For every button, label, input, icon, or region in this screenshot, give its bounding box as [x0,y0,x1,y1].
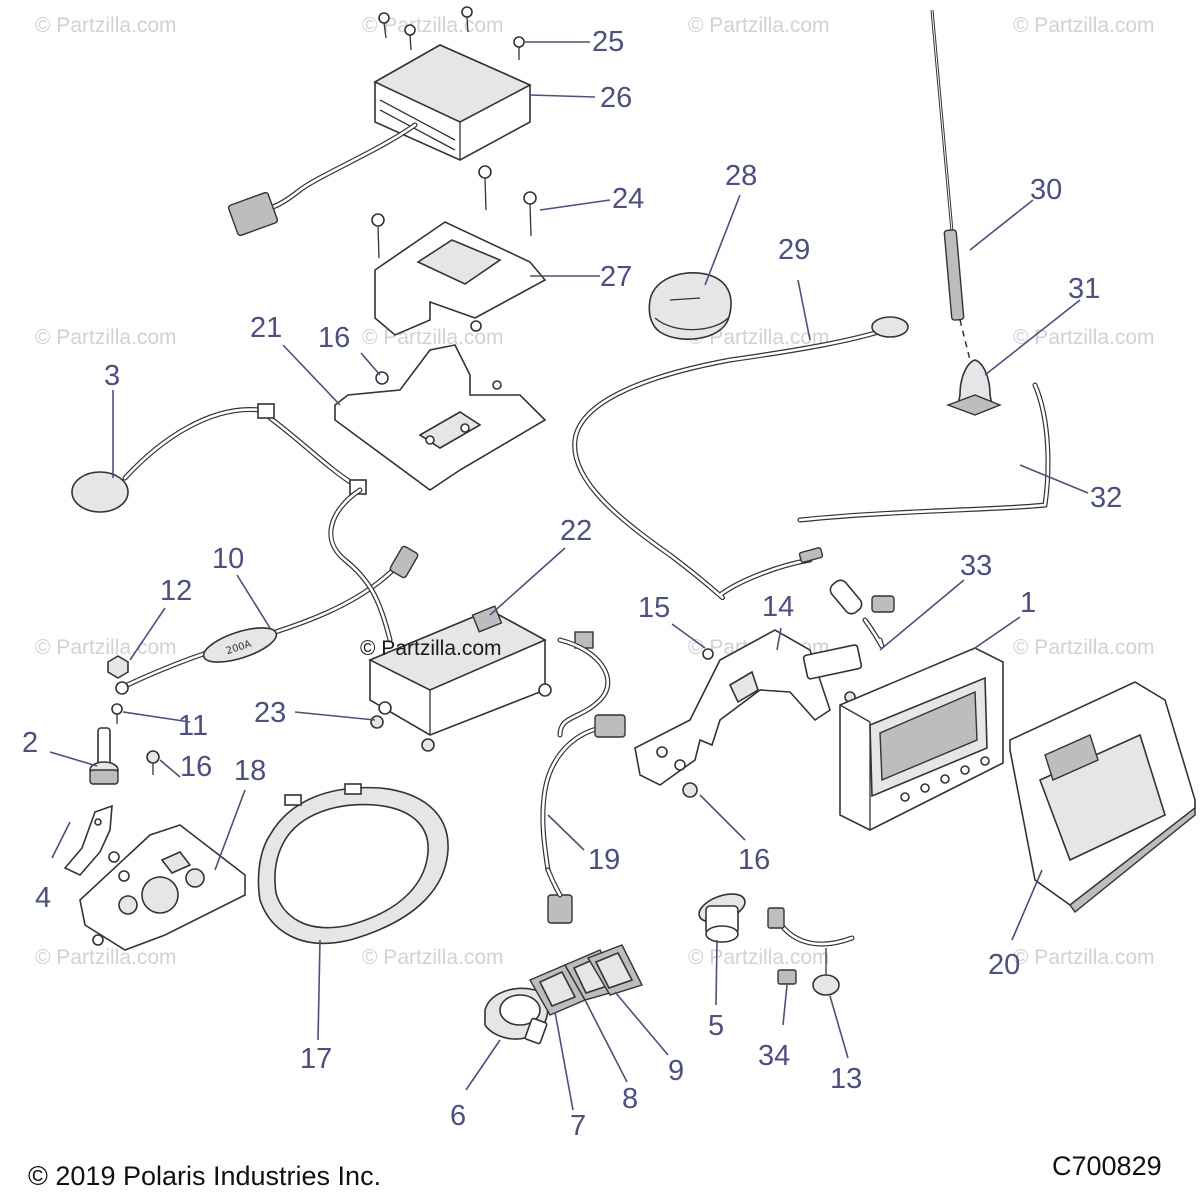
callout-21[interactable]: 21 [250,312,282,344]
callout-16-upper[interactable]: 16 [318,322,350,354]
control-module[interactable] [368,605,611,738]
callout-16-left[interactable]: 16 [180,751,212,783]
watermark: © Partzilla.com [1013,636,1155,659]
antenna-cable[interactable] [572,316,909,601]
callouts: 1 2 3 4 5 6 7 8 9 10 11 12 13 14 15 16 1… [22,26,1122,1142]
rocker-switch-c[interactable] [586,944,643,996]
mounting-bracket-lower[interactable] [334,344,547,491]
callout-1[interactable]: 1 [1020,587,1036,619]
screw[interactable] [146,750,160,775]
screw[interactable] [702,648,714,660]
watermark: © Partzilla.com [362,326,504,349]
callout-13[interactable]: 13 [830,1063,862,1095]
diagram-code: C700829 [1052,1151,1162,1181]
watermark: © Partzilla.com [362,946,504,969]
callout-12[interactable]: 12 [160,575,192,607]
nut[interactable] [370,715,435,752]
whip-antenna[interactable] [930,9,965,321]
antenna-base[interactable] [945,319,1002,416]
watermark: © Partzilla.com [688,946,830,969]
amplifier-module[interactable] [227,44,532,237]
watermark: © Partzilla.com [35,636,177,659]
callout-8[interactable]: 8 [622,1083,638,1115]
callout-15[interactable]: 15 [638,592,670,624]
display-unit[interactable] [839,647,1004,831]
gauge-mounting-plate[interactable] [79,824,246,951]
callout-3[interactable]: 3 [104,360,120,392]
center-watermark: © Partzilla.com [360,637,502,660]
power-outlet[interactable] [695,889,748,943]
callout-16-right[interactable]: 16 [738,844,770,876]
callout-26[interactable]: 26 [600,82,632,114]
callout-29[interactable]: 29 [778,234,810,266]
copyright-notice: © 2019 Polaris Industries Inc. [28,1161,381,1191]
watermark: © Partzilla.com [35,326,177,349]
terminal-post[interactable] [89,727,119,785]
callout-17[interactable]: 17 [300,1043,332,1075]
callout-14[interactable]: 14 [762,591,794,623]
small-bracket[interactable] [63,804,113,876]
instrument-cluster[interactable] [257,783,449,945]
watermark: © Partzilla.com [1013,946,1155,969]
screw-set[interactable] [378,6,525,60]
callout-9[interactable]: 9 [668,1055,684,1087]
gps-antenna-puck[interactable] [71,403,367,513]
callout-7[interactable]: 7 [570,1110,586,1142]
watermark: © Partzilla.com [688,14,830,37]
callout-25[interactable]: 25 [592,26,624,58]
nut[interactable] [107,655,129,679]
callout-18[interactable]: 18 [234,755,266,787]
gps-dome-antenna[interactable] [648,272,732,340]
callout-5[interactable]: 5 [708,1010,724,1042]
leader-lines [49,41,1089,1111]
callout-10[interactable]: 10 [212,543,244,575]
watermark: © Partzilla.com [688,326,830,349]
callout-22[interactable]: 22 [560,515,592,547]
callout-6[interactable]: 6 [450,1100,466,1132]
callout-31[interactable]: 31 [1068,273,1100,305]
antenna-lead-cable[interactable] [797,382,1051,523]
watermark: © Partzilla.com [35,946,177,969]
watermark: © Partzilla.com [1013,14,1155,37]
callout-28[interactable]: 28 [725,160,757,192]
callout-27[interactable]: 27 [600,261,632,293]
callout-20[interactable]: 20 [988,949,1020,981]
mounting-bracket-upper[interactable] [374,221,547,336]
usb-charger-cable[interactable] [540,714,626,924]
display-bezel[interactable] [1009,681,1196,914]
callout-19[interactable]: 19 [588,844,620,876]
callout-24[interactable]: 24 [612,183,644,215]
callout-2[interactable]: 2 [22,727,38,759]
callout-32[interactable]: 32 [1090,482,1122,514]
callout-4[interactable]: 4 [35,882,51,914]
radio-antenna-adapter[interactable] [828,577,895,649]
ignition-switch[interactable] [484,987,549,1045]
callout-34[interactable]: 34 [758,1040,790,1072]
watermarks: © Partzilla.com © Partzilla.com © Partzi… [35,14,1155,969]
watermark: © Partzilla.com [35,14,177,37]
callout-33[interactable]: 33 [960,550,992,582]
callout-30[interactable]: 30 [1030,174,1062,206]
display-bracket[interactable] [634,629,863,786]
power-harness-with-fuse[interactable]: 200A [115,487,419,695]
watermark: © Partzilla.com [1013,326,1155,349]
indicator-light-harness[interactable] [767,907,855,996]
screw[interactable] [111,703,123,724]
harness-connector[interactable] [777,969,797,985]
callout-23[interactable]: 23 [254,697,286,729]
callout-11[interactable]: 11 [178,710,208,742]
